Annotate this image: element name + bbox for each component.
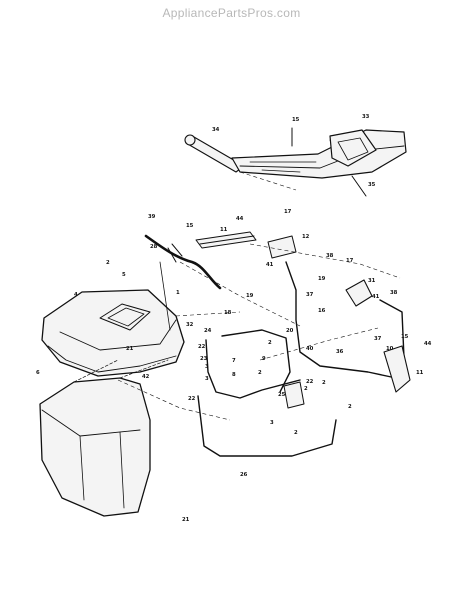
- callout-label: 19: [318, 276, 326, 282]
- bagger-bin: [39, 359, 169, 517]
- callout-label: 25: [278, 392, 286, 398]
- callout-label: 34: [212, 127, 220, 133]
- callout-label: 11: [220, 227, 228, 233]
- callout-label: 7: [232, 358, 236, 364]
- callout-label: 41: [266, 262, 274, 268]
- chute-tube-assembly: [184, 127, 407, 197]
- callout-label: 17: [284, 209, 292, 215]
- callout-label: 22: [198, 344, 206, 350]
- callout-label: 37: [306, 292, 314, 298]
- callout-label: 36: [336, 349, 344, 355]
- callout-label: 12: [302, 234, 310, 240]
- watermark: AppliancePartsPros.com: [162, 6, 301, 20]
- callout-labels: 15 34 33 35 39 15 44 11 17 12 28 38 41 1…: [36, 114, 432, 523]
- callout-label: 11: [416, 370, 424, 376]
- callout-label: 15: [401, 334, 409, 340]
- callout-label: 4: [74, 292, 78, 298]
- callout-label: 32: [186, 322, 194, 328]
- bracket-22: [283, 381, 305, 409]
- callout-label: 20: [286, 328, 294, 334]
- pin-35: [351, 175, 367, 197]
- rod-1: [159, 261, 171, 331]
- callout-label: 5: [122, 272, 126, 278]
- callout-label: 6: [36, 370, 40, 376]
- chute-body: [231, 129, 407, 179]
- callout-label: 1: [176, 290, 180, 296]
- bracket-12: [267, 235, 297, 259]
- callout-label: 17: [346, 258, 354, 264]
- callout-label: 9: [262, 356, 266, 362]
- callout-label: 21: [126, 346, 134, 352]
- frame-assembly: [144, 231, 411, 457]
- tube-end: [184, 134, 196, 146]
- callout-label: 26: [240, 472, 248, 478]
- callout-label: 44: [236, 216, 244, 222]
- plate-11: [383, 345, 411, 393]
- callout-label: 19: [246, 293, 254, 299]
- lower-frame: [205, 339, 301, 399]
- tube-frame: [285, 261, 405, 379]
- callout-label: 2: [348, 404, 352, 410]
- callout-label: 18: [224, 310, 232, 316]
- callout-label: 41: [372, 294, 380, 300]
- cover-lid: [99, 303, 151, 331]
- callout-label: 38: [326, 253, 334, 259]
- callout-label: 33: [362, 114, 370, 120]
- callout-label: 40: [306, 346, 314, 352]
- callout-label: 44: [424, 341, 432, 347]
- callout-label: 22: [188, 396, 196, 402]
- callout-label: 42: [142, 374, 150, 380]
- bagger-cover: [41, 261, 185, 377]
- callout-label: 2: [304, 386, 308, 392]
- grip-28: [167, 243, 183, 263]
- callout-label: 3: [205, 364, 209, 370]
- callout-label: 22: [306, 379, 314, 385]
- callout-label: 2: [294, 430, 298, 436]
- callout-label: 38: [390, 290, 398, 296]
- callout-label: 31: [368, 278, 376, 284]
- callout-label: 2: [106, 260, 110, 266]
- callout-label: 37: [374, 336, 382, 342]
- callout-label: 15: [292, 117, 300, 123]
- callout-label: 3: [270, 420, 274, 426]
- callout-label: 8: [232, 372, 236, 378]
- frame-26: [197, 395, 337, 457]
- callout-label: 28: [150, 244, 158, 250]
- chute-adapter-33: [329, 129, 377, 167]
- latch-31: [345, 279, 373, 307]
- callout-label: 15: [186, 223, 194, 229]
- callout-label: 10: [386, 346, 394, 352]
- callout-label: 2: [268, 340, 272, 346]
- callout-label: 3: [205, 376, 209, 382]
- callout-label: 21: [182, 517, 190, 523]
- callout-label: 35: [368, 182, 376, 188]
- callout-label: 2: [258, 370, 262, 376]
- mid-frame: [221, 329, 291, 393]
- callout-label: 2: [322, 380, 326, 386]
- callout-label: 39: [148, 214, 156, 220]
- callout-label: 24: [204, 328, 212, 334]
- callout-label: 23: [200, 356, 208, 362]
- callout-label: 16: [318, 308, 326, 314]
